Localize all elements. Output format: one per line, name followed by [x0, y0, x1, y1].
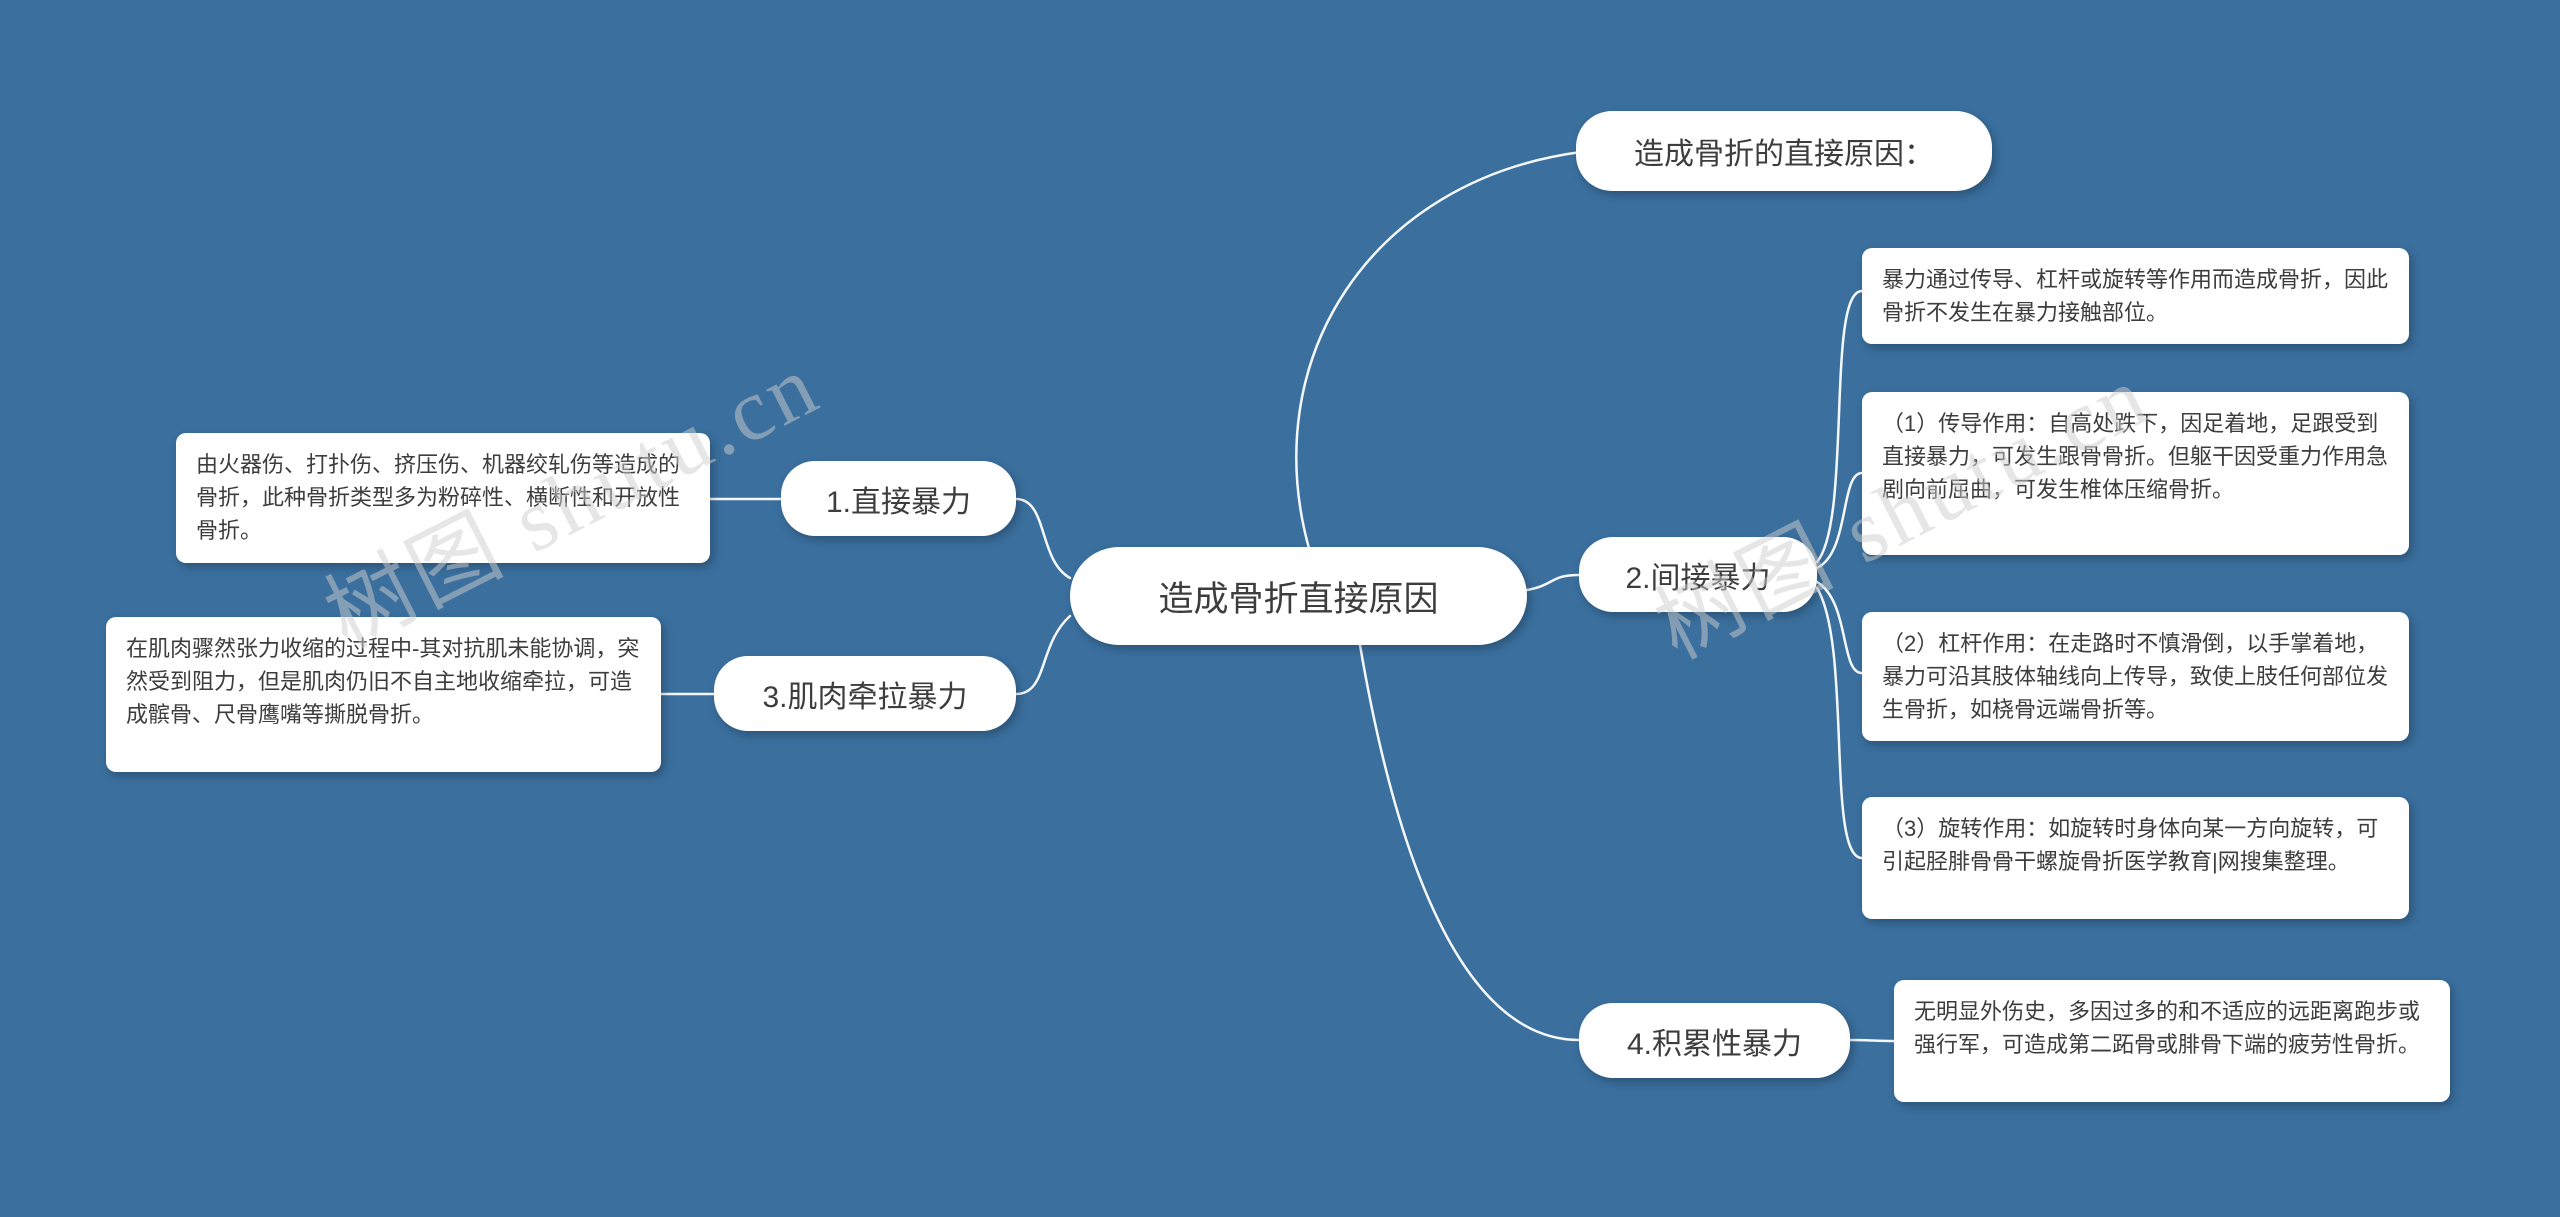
edge-cumulative-to-detail [1848, 1038, 1896, 1043]
detail-indirect-overview: 暴力通过传导、杠杆或旋转等作用而造成骨折，因此骨折不发生在暴力接触部位。 [1862, 248, 2409, 344]
detail-direct-violence: 由火器伤、打扑伤、挤压伤、机器绞轧伤等造成的骨折，此种骨折类型多为粉碎性、横断性… [176, 433, 710, 563]
detail-indirect-leverage: （2）杠杆作用：在走路时不慎滑倒，以手掌着地，暴力可沿其肢体轴线向上传导，致使上… [1862, 612, 2409, 741]
branch-cumulative-violence: 4.积累性暴力 [1579, 1003, 1850, 1078]
top-note: 造成骨折的直接原因： [1576, 111, 1992, 191]
branch-direct-violence: 1.直接暴力 [781, 461, 1016, 536]
edge-central-to-direct [1014, 497, 1072, 580]
detail-indirect-rotation: （3）旋转作用：如旋转时身体向某一方向旋转，可引起胫腓骨骨干螺旋骨折医学教育|网… [1862, 797, 2409, 919]
detail-muscle-pull-violence: 在肌肉骤然张力收缩的过程中-其对抗肌未能协调，突然受到阻力，但是肌肉仍旧不自主地… [106, 617, 661, 772]
central-node: 造成骨折直接原因 [1070, 547, 1527, 645]
edge-indirect-to-detail-4 [1815, 586, 1864, 860]
edge-indirect-to-detail-3 [1815, 580, 1864, 675]
detail-indirect-conduction: （1）传导作用：自高处跌下，因足着地，足跟受到直接暴力，可发生跟骨骨折。但躯干因… [1862, 392, 2409, 555]
detail-cumulative-violence: 无明显外伤史，多因过多的和不适应的远距离跑步或强行军，可造成第二跖骨或腓骨下端的… [1894, 980, 2450, 1102]
edge-indirect-to-detail-2 [1815, 471, 1864, 570]
edge-central-to-indirect [1525, 573, 1581, 592]
edge-central-to-cumulative [1358, 643, 1581, 1042]
edge-central-to-muscle [1014, 614, 1072, 696]
branch-muscle-pull-violence: 3.肌肉牵拉暴力 [714, 656, 1016, 731]
edge-indirect-to-detail-1 [1815, 289, 1864, 564]
edge-central-to-top-note [1295, 150, 1583, 554]
branch-indirect-violence: 2.间接暴力 [1579, 537, 1817, 612]
